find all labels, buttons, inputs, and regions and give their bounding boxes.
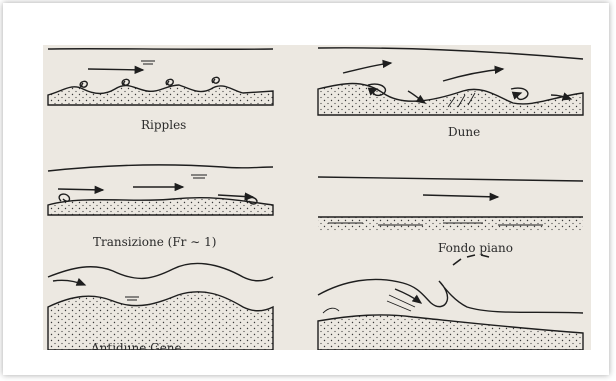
- bedforms-diagram: [43, 45, 591, 350]
- ripple-eddy-2: [122, 79, 129, 85]
- water-surface: [48, 49, 273, 50]
- flat-bed: [318, 217, 583, 231]
- flow-arrow: [395, 289, 421, 303]
- scanned-figure: Ripples Dune Transizione (Fr ∼ 1) Fondo …: [43, 45, 591, 350]
- water-surface: [48, 165, 273, 171]
- flow-arrow: [423, 195, 498, 197]
- bed: [318, 315, 583, 350]
- ripple-eddy-1: [80, 81, 87, 87]
- surface-mark: [191, 175, 207, 178]
- breaking-wave-dashes: [453, 255, 489, 265]
- label-fondo-piano: Fondo piano: [438, 241, 513, 255]
- flow-lines: [387, 295, 415, 311]
- dune-bed: [318, 84, 583, 116]
- ripple-eddy-3: [166, 79, 173, 85]
- panel-ripples: [48, 49, 273, 105]
- water-surface: [48, 263, 273, 280]
- bed-scribble: [323, 308, 339, 313]
- label-ripples: Ripples: [141, 118, 186, 132]
- eddy-left: [59, 194, 69, 201]
- panel-transizione: [48, 165, 273, 215]
- water-surface: [318, 48, 583, 59]
- surface-mark: [125, 297, 139, 300]
- label-dune: Dune: [448, 125, 480, 139]
- lee-eddy-3: [511, 88, 528, 99]
- label-antidune: Antidune Gene: [91, 341, 182, 350]
- panel-antidune: [48, 263, 273, 350]
- sand-bed: [48, 85, 273, 105]
- figure-frame: Ripples Dune Transizione (Fr ∼ 1) Fondo …: [3, 3, 609, 375]
- panel-dune: [318, 48, 583, 115]
- flow-arrow-1: [343, 63, 391, 73]
- flow-arrow-3: [218, 195, 253, 197]
- flow-arrow: [53, 280, 85, 285]
- panel-fondo-piano: [318, 177, 583, 231]
- label-transizione: Transizione (Fr ∼ 1): [93, 235, 216, 249]
- water-surface: [318, 279, 583, 313]
- ripple-eddy-4: [212, 77, 219, 83]
- flow-arrow-2: [443, 69, 503, 81]
- panel-breaking-antidune: [318, 255, 583, 350]
- flow-arrow-1: [58, 189, 103, 190]
- surface-mark: [141, 61, 155, 64]
- flow-arrow: [88, 69, 143, 70]
- bed: [48, 198, 273, 215]
- water-surface: [318, 177, 583, 181]
